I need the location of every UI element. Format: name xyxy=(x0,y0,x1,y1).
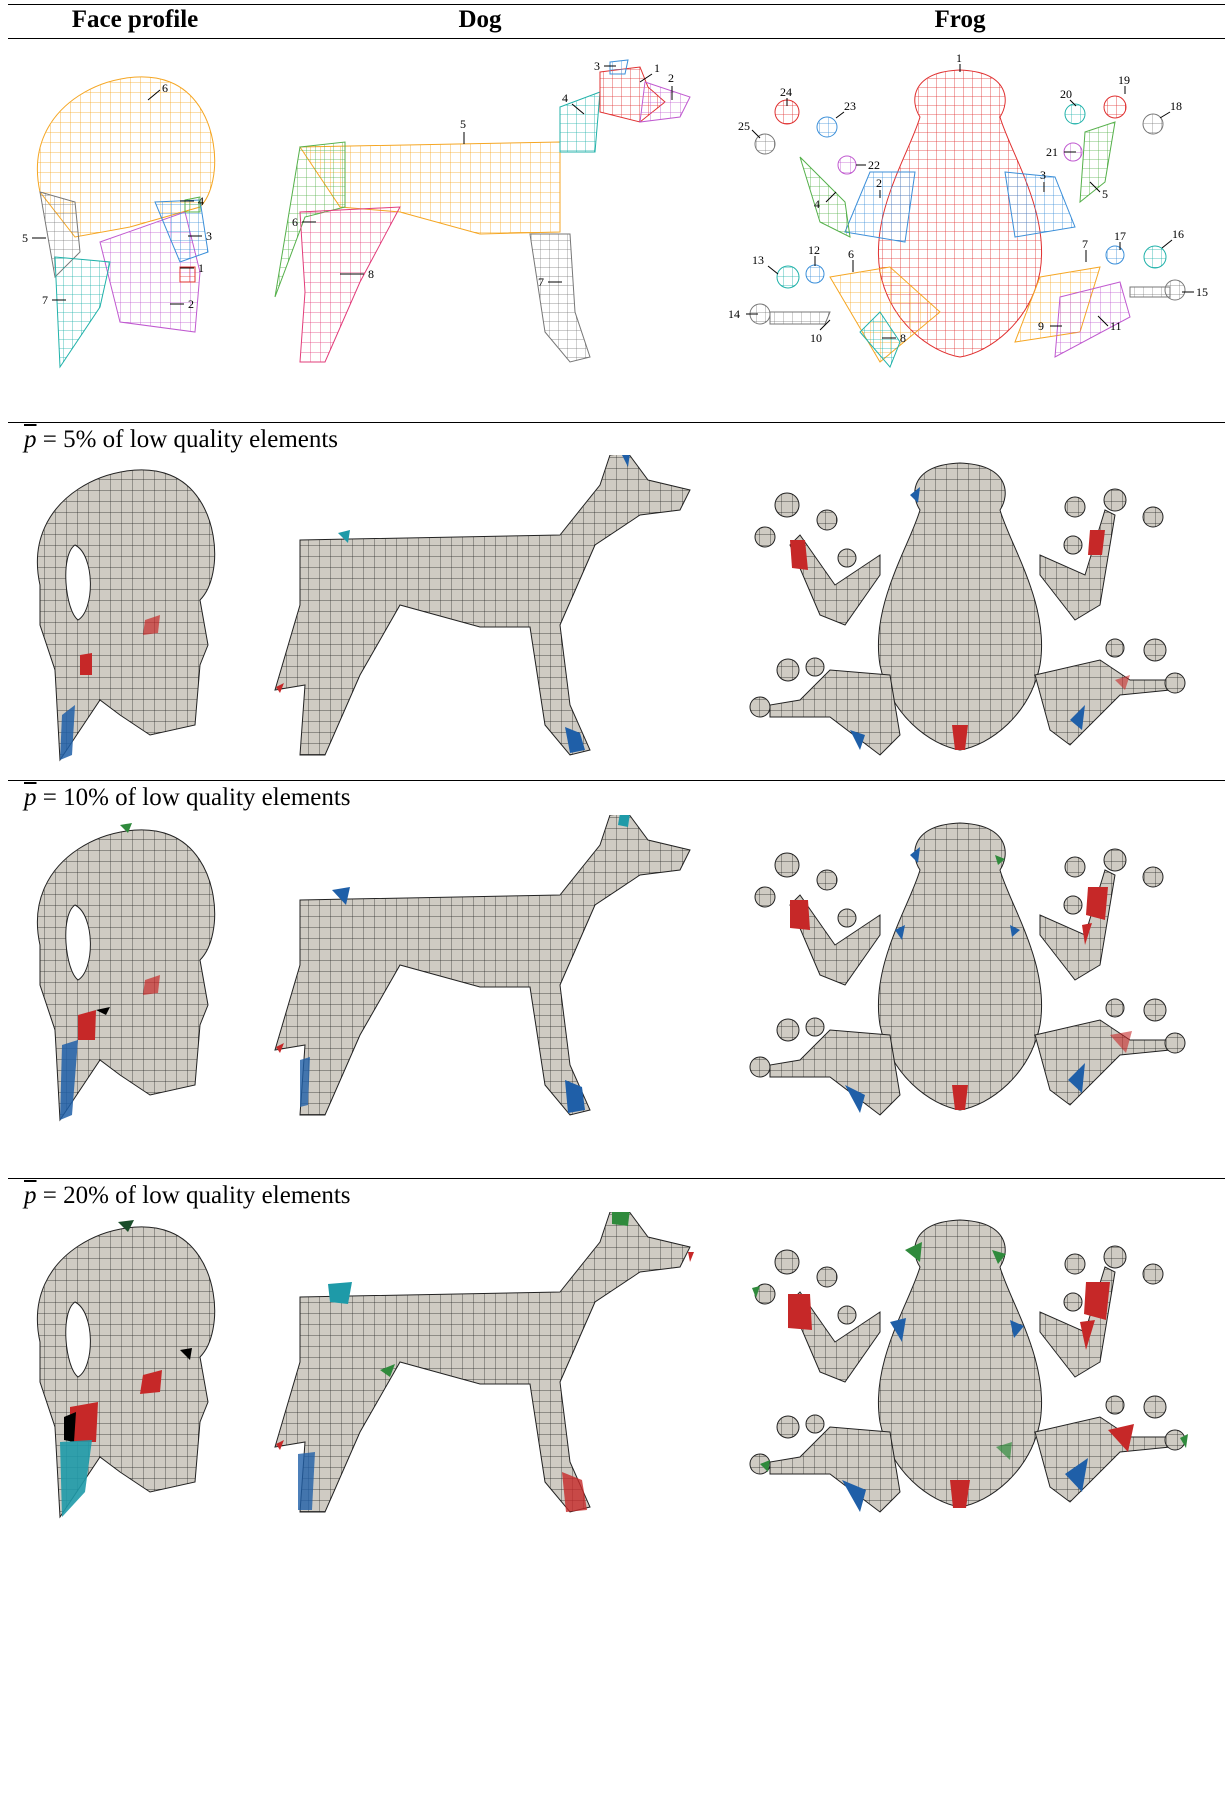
svg-text:9: 9 xyxy=(1038,319,1044,333)
row-label-10pct: p = 10% of low quality elements xyxy=(24,784,351,812)
svg-text:7: 7 xyxy=(538,275,544,289)
p-bar-symbol: p xyxy=(24,1182,37,1209)
svg-text:6: 6 xyxy=(162,81,168,95)
frog-mesh xyxy=(750,463,1185,755)
header-rule xyxy=(8,38,1225,39)
bad-element xyxy=(688,1252,694,1262)
bad-element xyxy=(1086,887,1108,920)
svg-text:5: 5 xyxy=(22,231,28,245)
row-separator-1 xyxy=(8,422,1225,423)
bad-element xyxy=(562,1472,587,1512)
svg-text:24: 24 xyxy=(780,85,792,99)
svg-text:8: 8 xyxy=(900,331,906,345)
bad-element xyxy=(64,1412,76,1442)
face-patch-layout xyxy=(37,77,214,367)
svg-text:10: 10 xyxy=(810,331,822,345)
bad-element xyxy=(788,1294,812,1330)
dog-mesh xyxy=(275,455,690,755)
svg-text:23: 23 xyxy=(844,99,856,113)
bad-element xyxy=(790,900,810,930)
svg-text:18: 18 xyxy=(1170,99,1182,113)
svg-text:22: 22 xyxy=(868,158,880,172)
bad-element xyxy=(1088,530,1105,555)
top-rule xyxy=(8,4,1225,5)
frog-mesh xyxy=(750,823,1185,1115)
svg-text:19: 19 xyxy=(1118,73,1130,87)
bad-element xyxy=(612,1212,630,1226)
svg-text:11: 11 xyxy=(1110,319,1122,333)
svg-text:20: 20 xyxy=(1060,87,1072,101)
patch-layout-row: 1 2 3 4 5 6 7 1 2 3 4 5 6 7 8 xyxy=(0,42,1229,417)
dog-patch-label-5: 5 xyxy=(460,117,466,144)
bad-element xyxy=(790,540,808,570)
svg-text:1: 1 xyxy=(654,61,660,75)
svg-text:4: 4 xyxy=(814,197,820,211)
mesh-row-5pct xyxy=(0,455,1229,785)
svg-text:25: 25 xyxy=(738,119,750,133)
row-separator-3 xyxy=(8,1178,1225,1179)
svg-text:16: 16 xyxy=(1172,227,1184,241)
svg-text:3: 3 xyxy=(206,229,212,243)
svg-text:2: 2 xyxy=(876,176,882,190)
row-label-5pct: p = 5% of low quality elements xyxy=(24,426,338,454)
column-header-dog: Dog xyxy=(380,6,580,34)
dog-mesh xyxy=(275,815,690,1115)
svg-text:8: 8 xyxy=(368,267,374,281)
svg-text:2: 2 xyxy=(668,71,674,85)
row-label-20pct: p = 20% of low quality elements xyxy=(24,1182,351,1210)
face-patch-label-5: 5 xyxy=(22,231,46,245)
p-bar-symbol: p xyxy=(24,784,37,811)
svg-text:14: 14 xyxy=(728,307,740,321)
svg-text:5: 5 xyxy=(1102,187,1108,201)
bad-element xyxy=(60,1440,92,1517)
row-label-20pct-text: = 20% of low quality elements xyxy=(37,1182,351,1209)
bad-element xyxy=(78,1010,96,1040)
svg-text:6: 6 xyxy=(848,247,854,261)
svg-text:1: 1 xyxy=(956,51,962,65)
mesh-row-10pct xyxy=(0,815,1229,1145)
bad-element xyxy=(905,1242,922,1262)
row-separator-2 xyxy=(8,780,1225,781)
bad-element xyxy=(618,815,630,827)
mesh-row-20pct xyxy=(0,1212,1229,1542)
svg-text:4: 4 xyxy=(198,194,204,208)
svg-text:1: 1 xyxy=(198,261,204,275)
svg-text:6: 6 xyxy=(292,215,298,229)
svg-text:13: 13 xyxy=(752,253,764,267)
svg-text:3: 3 xyxy=(594,59,600,73)
dog-mesh xyxy=(275,1212,690,1512)
svg-text:5: 5 xyxy=(460,117,466,131)
row-label-5pct-text: = 5% of low quality elements xyxy=(37,426,339,453)
bad-element xyxy=(80,653,92,675)
bad-element xyxy=(1084,1282,1110,1320)
bad-element xyxy=(328,1282,352,1304)
p-bar-symbol: p xyxy=(24,426,37,453)
column-header-frog: Frog xyxy=(860,6,1060,34)
svg-text:12: 12 xyxy=(808,243,820,257)
svg-text:17: 17 xyxy=(1114,229,1126,243)
svg-text:4: 4 xyxy=(562,91,568,105)
svg-text:7: 7 xyxy=(42,293,48,307)
svg-text:2: 2 xyxy=(188,297,194,311)
svg-text:7: 7 xyxy=(1082,237,1088,251)
column-header-face: Face profile xyxy=(30,6,240,34)
svg-text:3: 3 xyxy=(1040,168,1046,182)
svg-text:21: 21 xyxy=(1046,145,1058,159)
bad-element xyxy=(565,1080,585,1113)
frog-mesh xyxy=(750,1220,1185,1512)
row-label-10pct-text: = 10% of low quality elements xyxy=(37,784,351,811)
svg-text:15: 15 xyxy=(1196,285,1208,299)
dog-patch-layout xyxy=(275,60,690,362)
